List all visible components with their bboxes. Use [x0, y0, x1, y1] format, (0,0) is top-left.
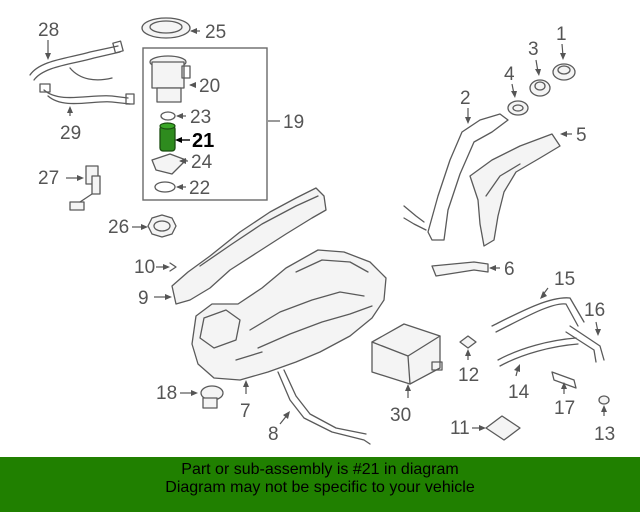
svg-text:7: 7	[240, 401, 251, 422]
svg-text:3: 3	[528, 39, 539, 60]
svg-text:15: 15	[554, 269, 575, 290]
info-banner: Part or sub-assembly is #21 in diagram D…	[0, 457, 640, 512]
part-7-fuel-tank[interactable]	[191, 249, 387, 381]
svg-text:4: 4	[504, 64, 515, 85]
svg-text:20: 20	[199, 76, 220, 97]
callout-8[interactable]: 8	[268, 411, 290, 445]
svg-text:11: 11	[450, 418, 470, 439]
part-27-sensor[interactable]	[69, 165, 101, 211]
part-11-label-plate[interactable]	[485, 415, 521, 441]
part-28-hose[interactable]	[29, 40, 124, 81]
svg-text:14: 14	[508, 382, 530, 403]
callout-1[interactable]: 1	[556, 24, 567, 60]
part-13-grommet[interactable]	[598, 395, 610, 405]
svg-text:26: 26	[108, 217, 129, 238]
svg-text:21: 21	[192, 130, 214, 152]
callout-13[interactable]: 13	[594, 405, 615, 445]
callout-20[interactable]: 20	[189, 76, 220, 97]
callout-28[interactable]: 28	[38, 20, 59, 60]
callout-9[interactable]: 9	[138, 288, 172, 309]
part-17-hose[interactable]	[551, 371, 577, 389]
svg-text:28: 28	[38, 20, 59, 41]
callout-18[interactable]: 18	[156, 383, 198, 404]
svg-text:16: 16	[584, 300, 605, 321]
svg-text:17: 17	[554, 398, 575, 419]
callout-26[interactable]: 26	[108, 217, 148, 238]
callout-5[interactable]: 5	[560, 125, 587, 146]
callout-12[interactable]: 12	[458, 349, 479, 386]
part-26-gasket[interactable]	[147, 214, 177, 238]
svg-text:19: 19	[283, 112, 304, 133]
part-5-splash-shield[interactable]	[469, 133, 561, 247]
callout-3[interactable]: 3	[528, 39, 541, 76]
banner-line-1: Part or sub-assembly is #21 in diagram	[181, 461, 459, 478]
part-4-seal[interactable]	[507, 100, 529, 116]
callout-14[interactable]: 14	[508, 364, 530, 403]
callout-6[interactable]: 6	[489, 259, 515, 280]
svg-text:27: 27	[38, 168, 59, 189]
banner-line-2: Diagram may not be specific to your vehi…	[165, 479, 475, 496]
callout-25[interactable]: 25	[190, 22, 226, 43]
part-6-hose[interactable]	[431, 261, 489, 277]
svg-text:9: 9	[138, 288, 149, 309]
svg-text:1: 1	[556, 24, 567, 45]
svg-text:8: 8	[268, 424, 279, 445]
svg-text:6: 6	[504, 259, 515, 280]
part-15-hose[interactable]	[491, 297, 585, 333]
svg-text:22: 22	[189, 178, 210, 199]
callout-11[interactable]: 11	[450, 418, 486, 439]
svg-text:29: 29	[60, 123, 81, 144]
callout-15[interactable]: 15	[540, 269, 575, 299]
parts-diagram: 25 20 23 21 24	[29, 17, 615, 445]
callout-7[interactable]: 7	[240, 380, 251, 422]
part-21-fuel-filter[interactable]	[159, 122, 176, 152]
part-12-label[interactable]	[459, 335, 477, 349]
callout-22[interactable]: 22	[176, 178, 210, 199]
svg-text:30: 30	[390, 405, 411, 426]
part-20-fuel-pump[interactable]	[149, 55, 191, 103]
callout-10[interactable]: 10	[134, 257, 170, 278]
svg-text:10: 10	[134, 257, 155, 278]
callout-23[interactable]: 23	[176, 107, 211, 128]
callout-27[interactable]: 27	[38, 168, 84, 189]
part-30-canister[interactable]	[371, 323, 443, 385]
part-23-o-ring[interactable]	[160, 111, 176, 121]
callout-21[interactable]: 21	[175, 130, 214, 152]
svg-text:5: 5	[576, 125, 587, 146]
callout-4[interactable]: 4	[504, 64, 517, 98]
svg-text:13: 13	[594, 424, 615, 445]
callout-16[interactable]: 16	[584, 300, 605, 336]
callout-19[interactable]: 19	[268, 112, 304, 133]
part-10-clip[interactable]	[169, 262, 177, 272]
svg-text:25: 25	[205, 22, 226, 43]
svg-text:18: 18	[156, 383, 177, 404]
part-8-strap[interactable]	[277, 369, 371, 445]
part-24-bracket[interactable]	[151, 153, 187, 175]
svg-text:24: 24	[191, 152, 213, 173]
callout-24[interactable]: 24	[179, 152, 213, 173]
callout-17[interactable]: 17	[554, 382, 575, 419]
part-2-filler-pipe[interactable]	[403, 113, 509, 241]
callout-2[interactable]: 2	[460, 88, 471, 124]
assembly-box-19	[142, 47, 268, 201]
part-29-hose[interactable]	[39, 67, 135, 105]
callout-29[interactable]: 29	[60, 106, 81, 144]
part-9-heat-shield[interactable]	[171, 187, 327, 305]
part-22-seal[interactable]	[154, 181, 176, 193]
svg-text:2: 2	[460, 88, 471, 109]
part-25-cover[interactable]	[141, 17, 191, 39]
svg-text:12: 12	[458, 365, 479, 386]
part-14-hose[interactable]	[497, 337, 579, 367]
part-3-cap[interactable]	[529, 79, 551, 97]
svg-text:23: 23	[190, 107, 211, 128]
callout-30[interactable]: 30	[390, 384, 411, 426]
part-1-fuel-cap[interactable]	[552, 63, 576, 81]
part-18-valve[interactable]	[200, 385, 224, 409]
